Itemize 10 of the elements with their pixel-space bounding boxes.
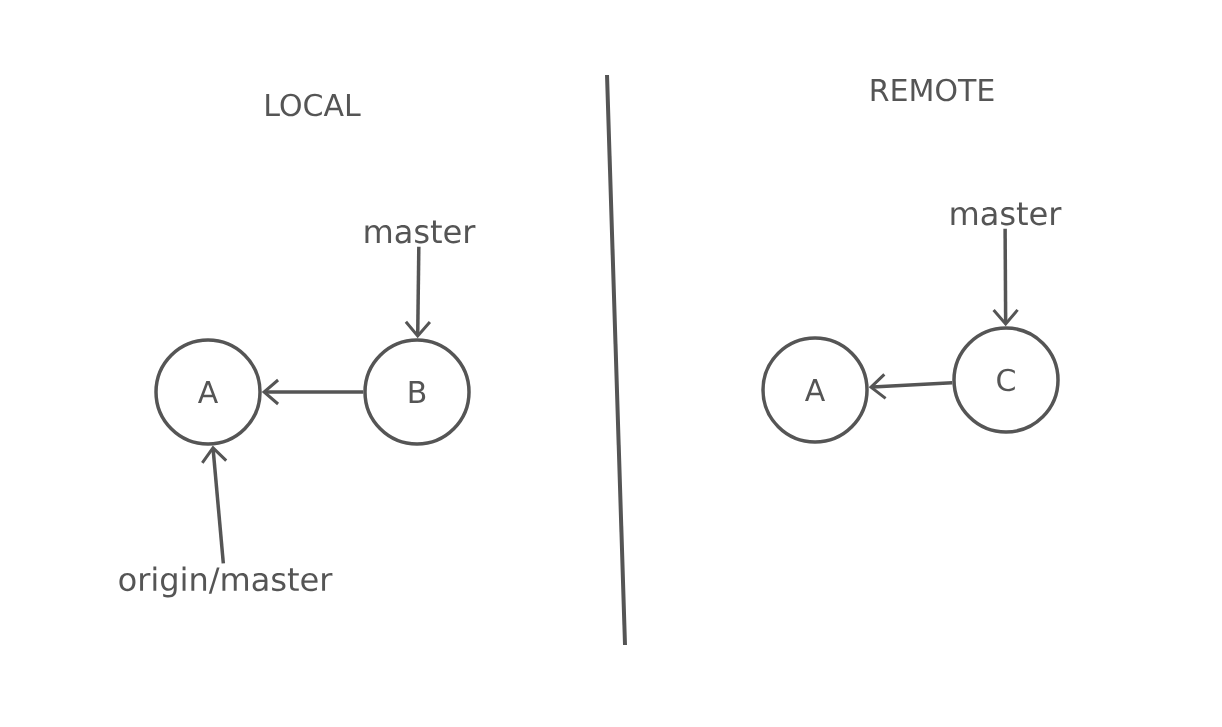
arrow (992, 228, 1019, 327)
arrow (261, 378, 364, 406)
section-title: REMOTE (871, 78, 994, 102)
arrow (404, 246, 431, 339)
arrow (868, 373, 953, 400)
branch-label: master (951, 202, 1062, 226)
branch-label: master (365, 220, 476, 244)
section-title: LOCAL (266, 93, 361, 117)
branch-label: origin/master (119, 566, 333, 598)
arrow (201, 445, 228, 564)
